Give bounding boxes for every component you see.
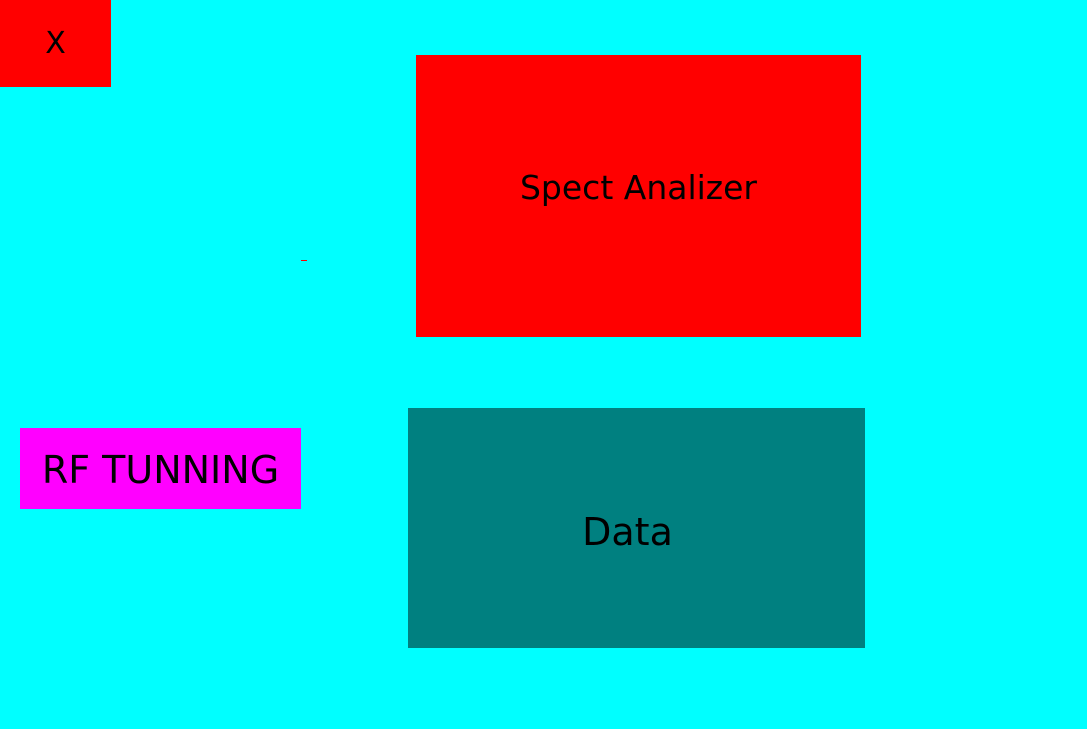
spect-analizer-button[interactable]: Spect Analizer [416, 55, 861, 337]
rf-tunning-button[interactable]: RF TUNNING [20, 428, 301, 509]
data-button[interactable]: Data [408, 408, 865, 648]
close-button[interactable]: X [0, 0, 111, 87]
small-red-mark [301, 260, 307, 261]
